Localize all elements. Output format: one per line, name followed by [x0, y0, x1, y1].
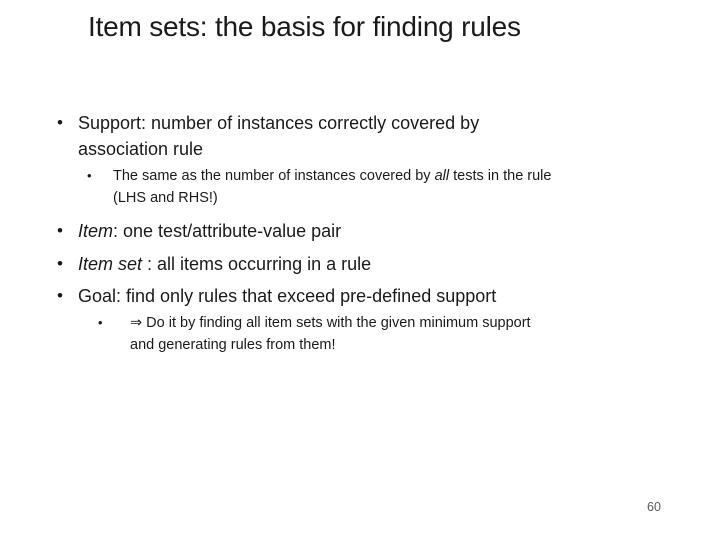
- bullet-text: Item set : all items occurring in a rule: [78, 251, 371, 277]
- bullet-text: The same as the number of instances cove…: [113, 165, 551, 209]
- bullet-dot-icon: •: [57, 221, 63, 240]
- bullet-text-segment: and generating rules from them!: [130, 337, 336, 353]
- bullet-text-segment-italic: all: [434, 168, 450, 184]
- bullet-text: Support: number of instances correctly c…: [78, 110, 479, 162]
- bullet-goal: • Goal: find only rules that exceed pre-…: [0, 283, 496, 309]
- bullet-text-segment: : one test/attribute-value pair: [113, 221, 342, 241]
- slide-title: Item sets: the basis for finding rules: [88, 11, 521, 42]
- bullet-support: • Support: number of instances correctly…: [0, 110, 479, 162]
- bullet-text-segment: The same as the number of instances cove…: [113, 168, 435, 184]
- bullet-dot-icon: •: [87, 168, 92, 183]
- bullet-text-segment: tests in the rule: [449, 168, 552, 184]
- page-number: 60: [647, 500, 661, 514]
- bullet-text-segment: association rule: [78, 139, 204, 159]
- bullet-text: ⇒ Do it by finding all item sets with th…: [130, 312, 531, 356]
- bullet-text-segment: Support: number of instances correctly c…: [78, 113, 480, 133]
- bullet-dot-icon: •: [98, 315, 103, 330]
- bullet-text-segment: : all items occurring in a rule: [147, 254, 372, 274]
- bullet-item: • Item: one test/attribute-value pair: [0, 218, 341, 244]
- bullet-dot-icon: •: [57, 254, 63, 273]
- bullet-dot-icon: •: [57, 286, 63, 305]
- bullet-text-segment-italic: Item set: [78, 254, 148, 274]
- bullet-item-set: • Item set : all items occurring in a ru…: [0, 251, 371, 277]
- bullet-text: Item: one test/attribute-value pair: [78, 218, 341, 244]
- subbullet-do-it: • ⇒ Do it by finding all item sets with …: [0, 312, 531, 356]
- bullet-text-segment: Goal: find only rules that exceed pre-de…: [78, 286, 497, 306]
- bullet-text: Goal: find only rules that exceed pre-de…: [78, 283, 496, 309]
- bullet-dot-icon: •: [57, 113, 63, 132]
- bullet-text-segment: (LHS and RHS!): [113, 190, 218, 206]
- bullet-text-segment-italic: Item: [78, 221, 114, 241]
- subbullet-same-as: • The same as the number of instances co…: [0, 165, 551, 209]
- bullet-text-segment: ⇒ Do it by finding all item sets with th…: [130, 315, 531, 331]
